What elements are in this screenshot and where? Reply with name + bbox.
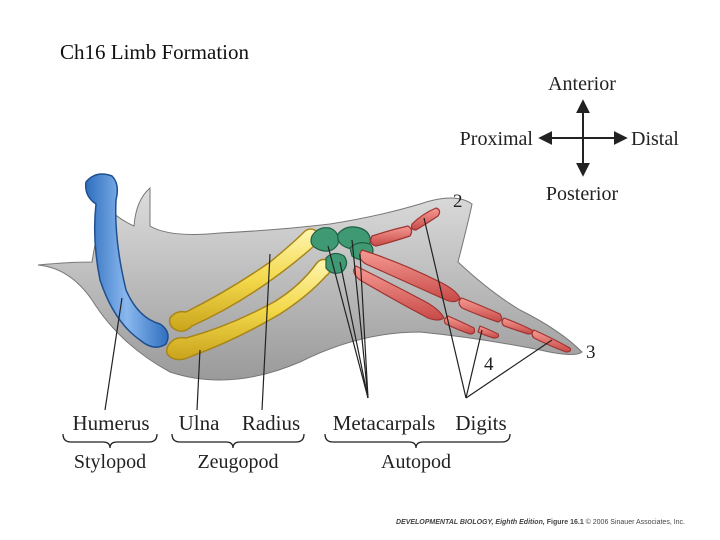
ulna-leader [196,349,201,411]
direction-compass: Anterior Posterior Proximal Distal [460,73,680,205]
digit-leader-3 [465,339,553,399]
ulna-label: Ulna [179,411,221,435]
metacarpal-leader-4 [359,253,369,399]
posterior-label: Posterior [546,183,619,205]
distal-label: Distal [631,128,679,150]
credit-figure: Figure 16.1 [546,519,584,526]
metacarpal-leader-2 [339,261,369,399]
humerus-leader [104,297,123,411]
digit-3-bones [359,249,572,353]
autopod-brace [324,433,511,449]
metacarpal-leader-1 [327,245,369,399]
carpal-bones [310,226,374,274]
proximal-label: Proximal [460,128,534,150]
digit-leader-4 [465,329,483,399]
humerus-bone [84,173,169,348]
digit-4-bones [353,265,500,339]
humerus-label: Humerus [73,411,150,435]
metacarpals-label: Metacarpals [333,411,436,435]
digit-4-number: 4 [484,354,494,375]
radius-leader [261,253,271,411]
stylopod-label: Stylopod [74,451,146,473]
digit-2-bones [370,207,441,247]
anterior-label: Anterior [548,73,616,95]
zeugopod-brace [171,433,305,449]
credit-copyright: © 2006 Sinauer Associates, Inc. [585,519,685,526]
zeugopod-label: Zeugopod [197,451,278,473]
slide-title: Ch16 Limb Formation [60,40,249,64]
stylopod-brace [62,433,158,449]
radius-label: Radius [242,411,300,435]
leader-lines [104,217,553,411]
credit-book: DEVELOPMENTAL BIOLOGY, Eighth Edition, [395,519,545,526]
digit-3-number: 3 [586,342,596,363]
digit-2-number: 2 [453,191,463,212]
autopod-label: Autopod [381,451,451,473]
metacarpal-leader-3 [351,239,369,399]
digits-label: Digits [455,411,506,435]
figure-credit: DEVELOPMENTAL BIOLOGY, Eighth Edition, F… [396,519,685,526]
digit-leader-2 [423,217,467,399]
segment-braces [62,433,511,449]
